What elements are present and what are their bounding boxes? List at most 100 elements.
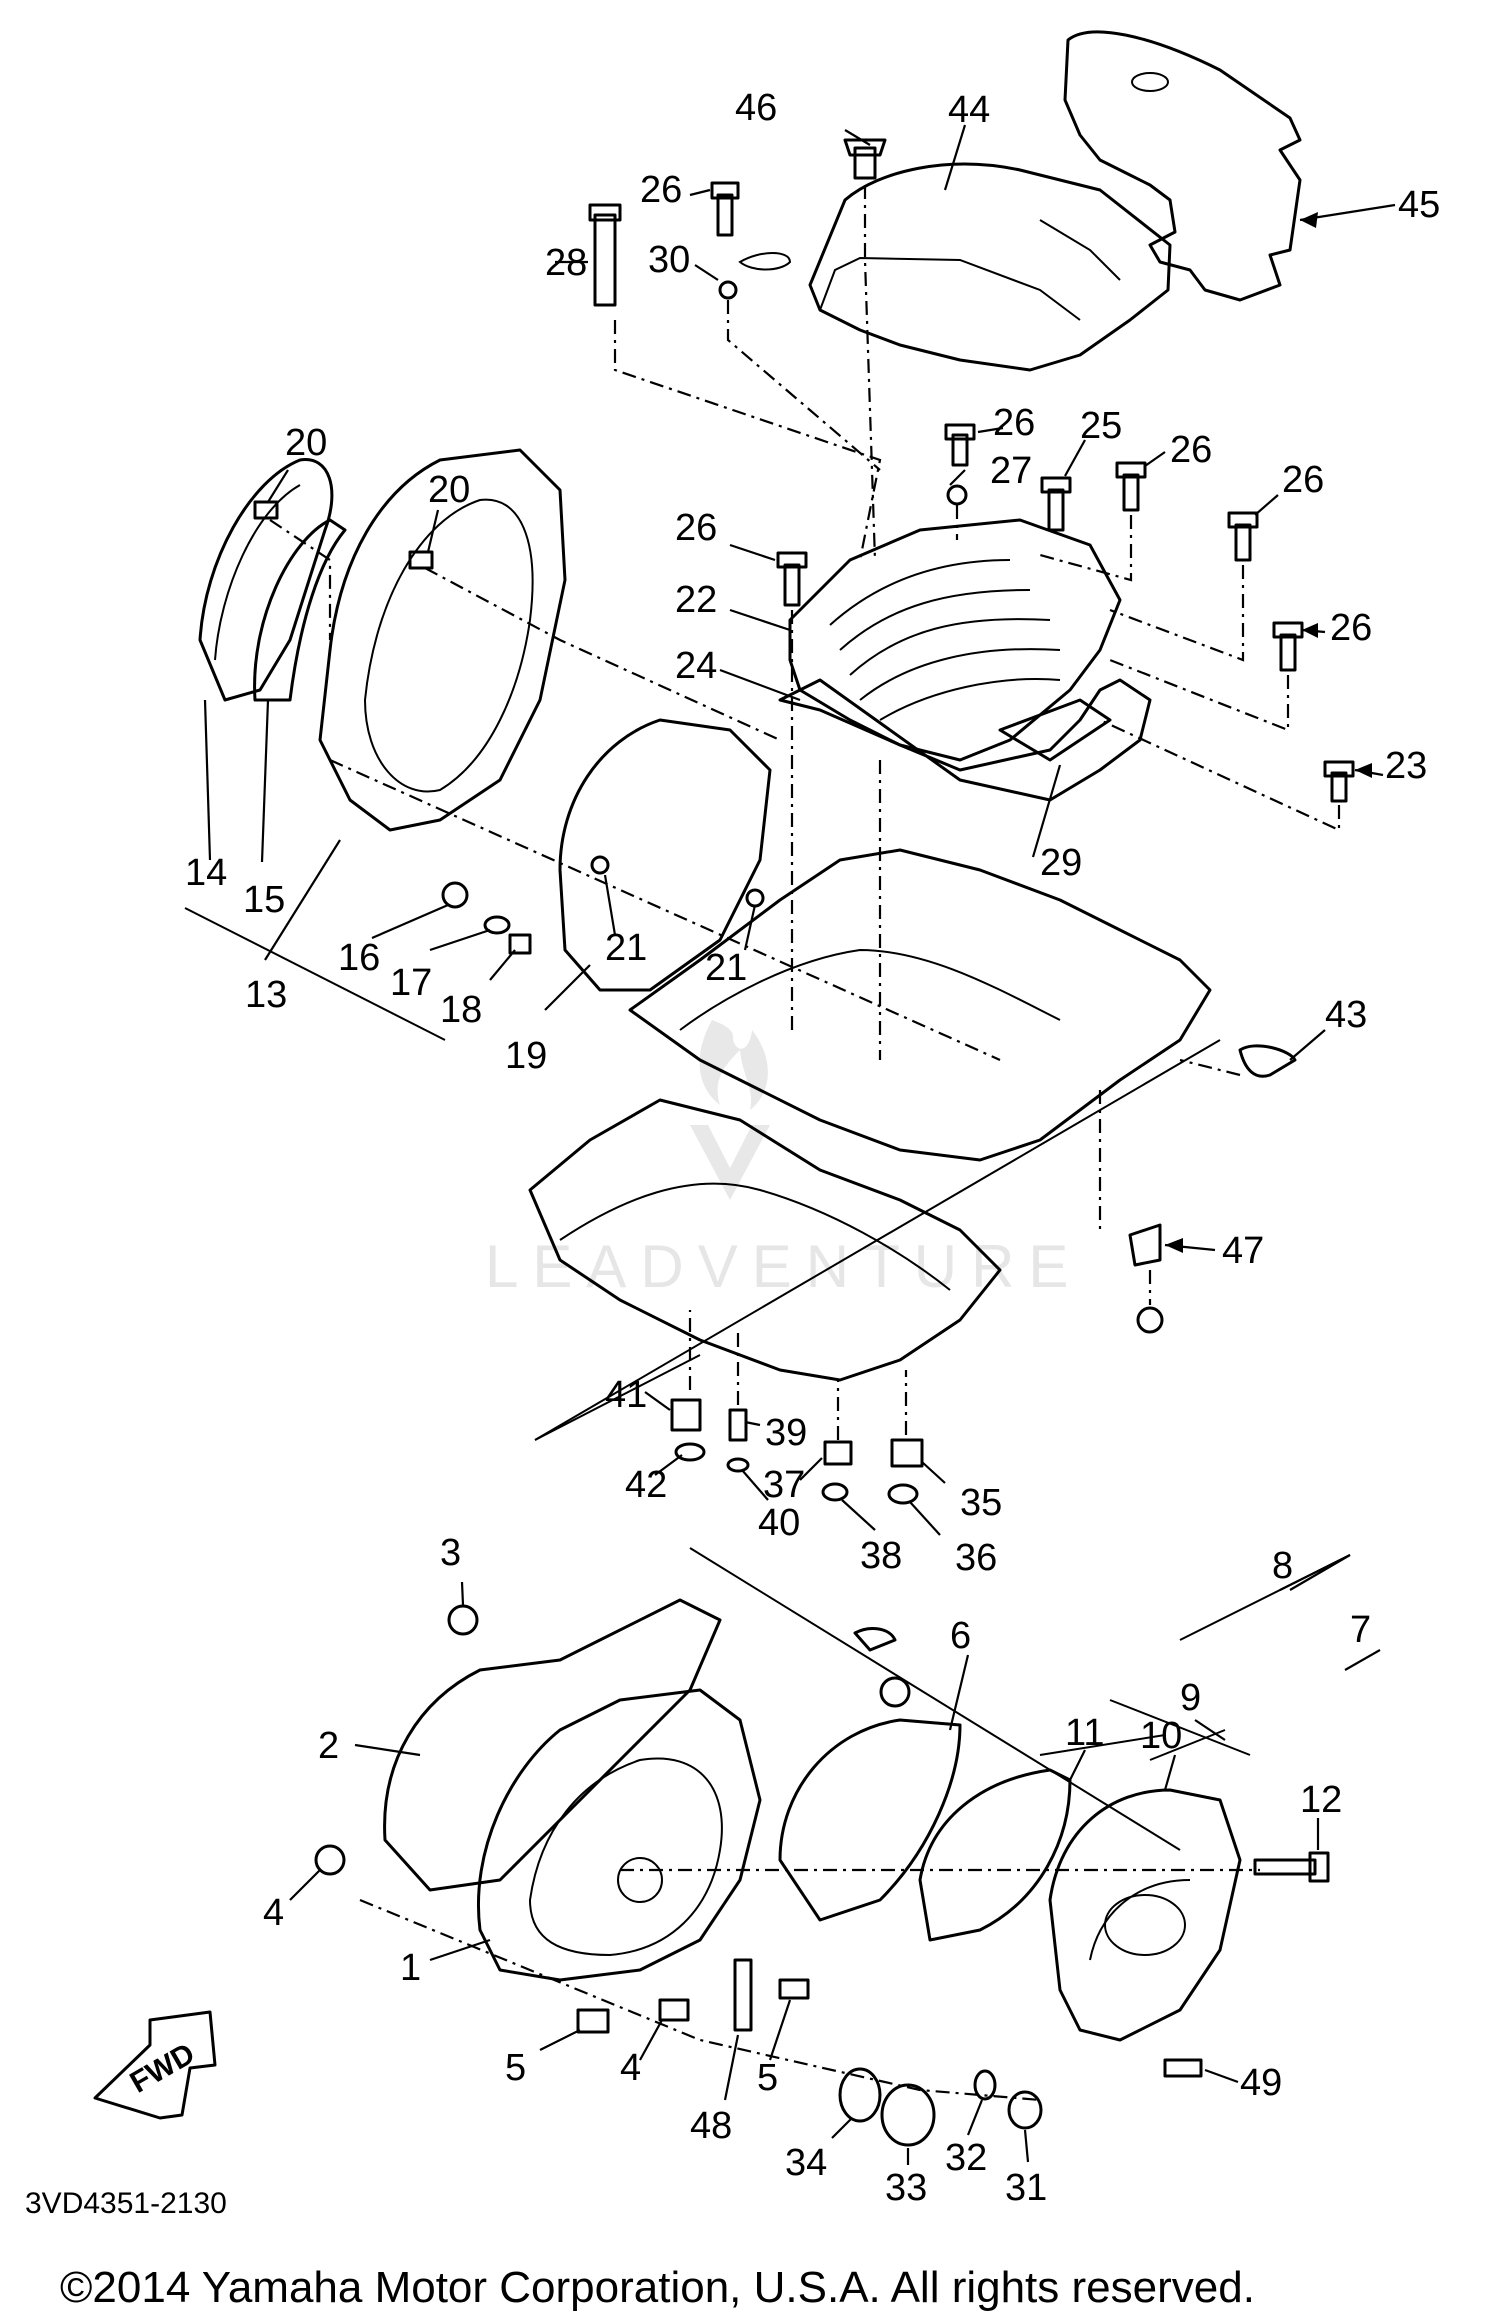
callout-21: 21 xyxy=(705,947,747,989)
arrow-23 xyxy=(1355,763,1372,778)
callout-15: 15 xyxy=(243,879,285,921)
boundary-10 xyxy=(1149,1729,1226,1761)
lead-18 xyxy=(489,949,516,981)
bolt-28 xyxy=(593,213,617,307)
bolt-23 xyxy=(1330,771,1348,803)
lead-38 xyxy=(841,1499,876,1531)
lead-27 xyxy=(949,469,966,486)
bolt-20-a xyxy=(253,500,279,520)
callout-3: 4 xyxy=(263,1892,284,1934)
bolt-20-b xyxy=(408,550,434,570)
oring-36 xyxy=(887,1483,919,1505)
pin-21-b xyxy=(745,888,765,908)
plug-16 xyxy=(441,881,469,909)
lead-29 xyxy=(1031,764,1062,858)
lead-42 xyxy=(654,1454,683,1476)
fwd-arrow: FWD xyxy=(93,2010,217,2120)
bolt-7 xyxy=(879,1676,911,1708)
bolt-4-a xyxy=(658,1998,690,2022)
oring-34 xyxy=(838,2067,882,2123)
oring-42 xyxy=(674,1442,706,1462)
callout-48: 48 xyxy=(690,2105,732,2147)
lead-16 xyxy=(371,903,449,940)
bolt-5 xyxy=(576,2008,610,2034)
copyright-text: ©2014 Yamaha Motor Corporation, U.S.A. A… xyxy=(60,2263,1255,2312)
callout-27: 27 xyxy=(990,450,1032,492)
assembly-lines xyxy=(269,185,1341,2102)
bolt-49 xyxy=(1163,2058,1203,2078)
bolt-26-e-head xyxy=(776,551,808,569)
callout-18: 18 xyxy=(440,989,482,1031)
lead-37 xyxy=(799,1457,823,1481)
bolt-12-head xyxy=(1308,1851,1330,1883)
screw-18 xyxy=(508,933,532,955)
callout-35: 35 xyxy=(960,1482,1002,1524)
dash-43 xyxy=(1179,1058,1241,1077)
oring-17 xyxy=(483,915,511,935)
lead-48 xyxy=(723,2034,740,2101)
bolt-12 xyxy=(1253,1858,1317,1876)
head-cover-22 xyxy=(788,518,1122,762)
lead-35 xyxy=(921,1461,946,1484)
bracket-hole xyxy=(1131,72,1169,92)
callout-31: 31 xyxy=(1005,2167,1047,2209)
dash-30 xyxy=(726,300,881,471)
oring-32 xyxy=(973,2069,997,2101)
callout-9: 9 xyxy=(1180,1677,1201,1719)
washer-27 xyxy=(946,484,968,506)
bolt-26-c xyxy=(1234,523,1252,562)
bracket-29 xyxy=(998,698,1112,762)
callout-labels: 3 4 1 2 4 5 5 6 7 8 9 10 11 12 13 14 15 … xyxy=(185,87,1440,2209)
cover-13 xyxy=(318,448,567,832)
lead-6 xyxy=(948,1654,970,1731)
bolt-4-b xyxy=(778,1978,810,2000)
dash-cover-axis xyxy=(329,758,1001,1062)
arrowheads xyxy=(1165,212,1372,1253)
boundary-mid-2 xyxy=(534,1039,1221,1441)
left-cover-group xyxy=(198,448,772,992)
bolt-25 xyxy=(1047,488,1065,532)
lead-13 xyxy=(264,839,341,961)
shield-44 xyxy=(808,162,1172,372)
callout-26: 26 xyxy=(1330,607,1372,649)
lead-25 xyxy=(1064,439,1086,477)
lead-21a xyxy=(603,874,617,936)
gasket-6 xyxy=(778,1718,962,1922)
lead-20b xyxy=(426,509,440,553)
bolt-48 xyxy=(733,1958,753,2032)
bolt-26-e xyxy=(783,563,801,607)
callout-1: 1 xyxy=(400,1947,421,1989)
callout-32: 32 xyxy=(945,2137,987,2179)
screw-46-head xyxy=(843,138,887,157)
lead-7 xyxy=(1344,1649,1381,1671)
lead-20a xyxy=(267,469,289,503)
callout-5: 5 xyxy=(505,2047,526,2089)
heat-shield-group xyxy=(588,30,1302,372)
cover-fin-4 xyxy=(859,648,1061,701)
callout-8: 8 xyxy=(1272,1545,1293,1587)
callout-40: 40 xyxy=(758,1502,800,1544)
dash-23 xyxy=(1099,719,1341,832)
dash-20a xyxy=(269,519,332,640)
gasket-15 xyxy=(253,518,347,702)
callout-22: 22 xyxy=(675,579,717,621)
lead-40 xyxy=(741,1469,769,1501)
callout-49: 49 xyxy=(1240,2062,1282,2104)
bolt-26-a xyxy=(951,433,969,467)
cover-fin-2 xyxy=(839,589,1031,651)
callout-42: 42 xyxy=(625,1464,667,1506)
lead-9 xyxy=(1194,1719,1226,1741)
callout-20: 20 xyxy=(428,469,470,511)
lead-49 xyxy=(1204,2068,1239,2084)
lead-1 xyxy=(429,1938,491,1962)
bolt-25-head xyxy=(1040,476,1072,494)
callout-36: 36 xyxy=(955,1537,997,1579)
callout-25: 25 xyxy=(1080,405,1122,447)
callout-33: 33 xyxy=(885,2167,927,2209)
callout-34: 34 xyxy=(785,2142,827,2184)
lead-19 xyxy=(544,964,591,1011)
callout-7: 7 xyxy=(1350,1609,1371,1651)
dowel-3-left xyxy=(314,1844,346,1876)
cover-10-logo-plate xyxy=(1104,1894,1186,1956)
lead-46 xyxy=(844,129,871,146)
